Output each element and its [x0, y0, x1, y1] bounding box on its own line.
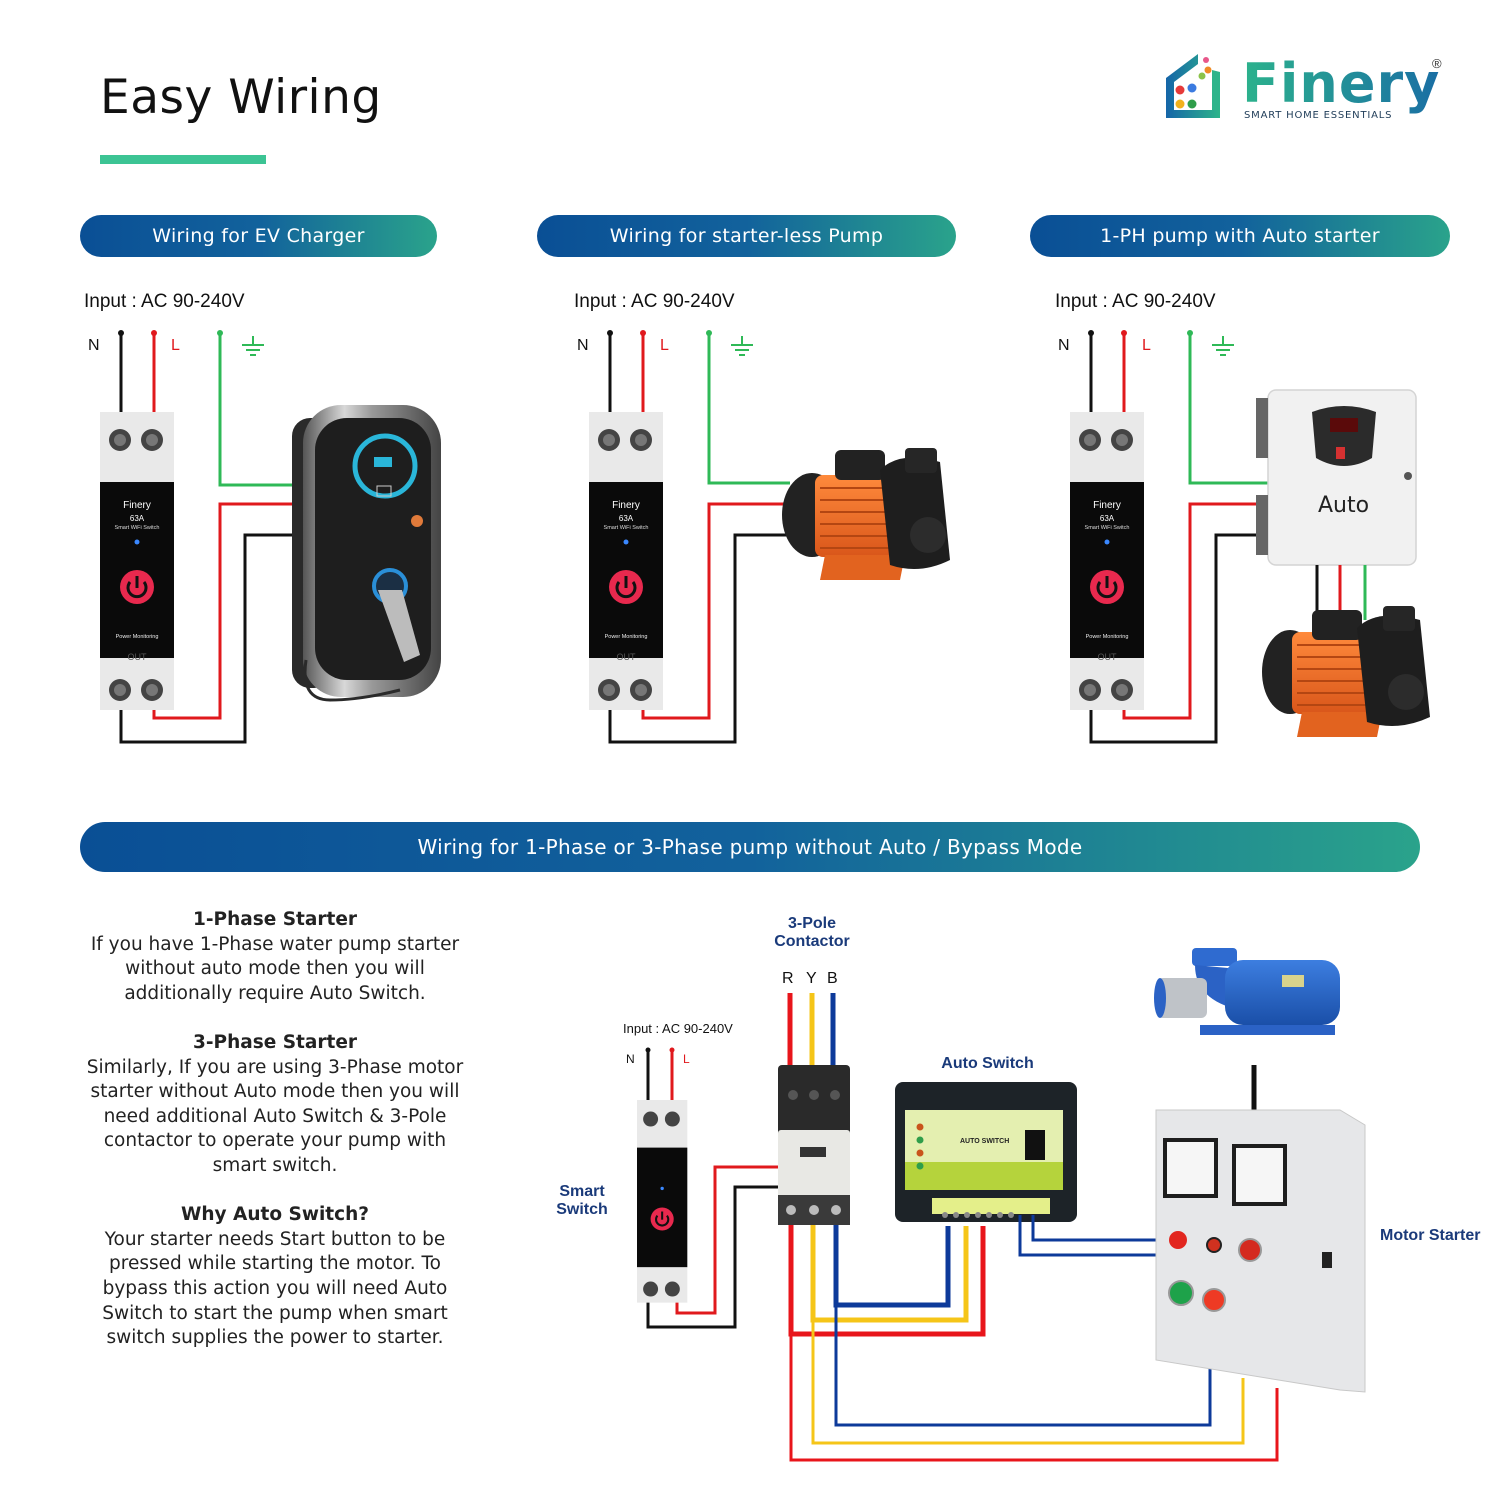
registered-mark: ®	[1432, 56, 1442, 71]
switch-rating: 63A	[1099, 514, 1115, 523]
switch-rating: 63A	[618, 514, 634, 523]
live-label: L	[1142, 337, 1151, 354]
auto-switch-panel-title: AUTO SWITCH	[960, 1138, 1009, 1145]
switch-footer: Power Monitoring	[115, 634, 159, 640]
section-heading-starterless-pump: Wiring for starter-less Pump	[537, 215, 956, 257]
earth-symbol-icon	[1212, 336, 1234, 356]
paragraph-3-phase: 3-Phase Starter Similarly, If you are us…	[80, 1031, 470, 1179]
house-dots-icon	[1166, 54, 1220, 118]
paragraph-title: 1-Phase Starter	[192, 909, 358, 930]
smart-switch-device	[100, 412, 174, 710]
smart-switch-pump: Finery 63A Smart WiFi Switch Power Monit…	[589, 412, 663, 710]
brand-logo	[1160, 48, 1460, 128]
section-heading-auto-starter: 1-PH pump with Auto starter	[1030, 215, 1450, 257]
switch-out-label: OUT	[1097, 652, 1117, 662]
paragraph-title: Why Auto Switch?	[180, 1204, 370, 1226]
switch-out-label: OUT	[616, 652, 636, 662]
earth-wire	[218, 333, 292, 487]
switch-brand: Finery	[123, 500, 151, 511]
switch-rating: 63A	[129, 514, 145, 523]
water-pump-image	[1262, 606, 1430, 737]
paragraph-title: 3-Phase Starter	[192, 1031, 358, 1053]
smart-switch-ev: Finery 63A Smart WiFi Switch Power Monit…	[100, 412, 174, 710]
auto-box-label: Auto	[1318, 493, 1370, 518]
contactor-image	[778, 1065, 850, 1225]
water-pump-image	[782, 448, 950, 580]
switch-brand: Finery	[612, 500, 640, 511]
input-voltage-label: Input : AC 90-240V	[623, 1021, 733, 1036]
section-heading-three-phase: Wiring for 1-Phase or 3-Phase pump witho…	[80, 822, 1420, 872]
phase-y-label: Y	[806, 970, 817, 987]
neutral-label: N	[626, 1052, 635, 1066]
auto-starter-wiring	[1088, 330, 1430, 744]
pump-wiring	[607, 330, 950, 744]
paragraph-body: Similarly, If you are using 3-Phase moto…	[86, 1056, 464, 1176]
neutral-label: N	[577, 337, 589, 354]
earth-symbol-icon	[242, 336, 264, 356]
title-underline	[100, 155, 266, 164]
section-heading-ev-charger: Wiring for EV Charger	[80, 215, 437, 257]
ev-wiring	[118, 330, 441, 744]
smart-switch-device	[1070, 412, 1144, 710]
switch-footer: Power Monitoring	[1085, 634, 1129, 640]
live-label: L	[660, 337, 669, 354]
auto-switch-image: AUTO SWITCH	[895, 1082, 1077, 1222]
page-title: Easy Wiring	[100, 70, 382, 125]
switch-type: Smart WiFi Switch	[603, 525, 649, 531]
switch-footer: Power Monitoring	[604, 634, 648, 640]
switch-type: Smart WiFi Switch	[1084, 525, 1130, 531]
auto-switch-label: Auto Switch	[941, 1055, 1034, 1072]
switch-type: Smart WiFi Switch	[114, 525, 160, 531]
blue-pump-image	[1154, 948, 1340, 1035]
smart-switch-device	[589, 412, 663, 710]
three-phase-wiring: AUTO SWITCH	[645, 948, 1366, 1462]
neutral-label: N	[1058, 337, 1070, 354]
auto-starter-box-image	[1256, 389, 1417, 620]
brand-tagline: SMART HOME ESSENTIALS	[1244, 110, 1393, 121]
neutral-label: N	[88, 337, 100, 354]
smart-switch-label: Smart Switch	[556, 1183, 608, 1218]
paragraph-body: Your starter needs Start button to be pr…	[102, 1228, 448, 1349]
switch-out-label: OUT	[127, 652, 147, 662]
input-voltage-label: Input : AC 90-240V	[84, 291, 245, 312]
paragraph-why-auto: Why Auto Switch? Your starter needs Star…	[80, 1203, 470, 1351]
motor-starter-label: Motor Starter	[1380, 1227, 1481, 1244]
live-label: L	[683, 1052, 690, 1066]
input-voltage-label: Input : AC 90-240V	[1055, 291, 1216, 312]
paragraph-1-phase: 1-Phase Starter If you have 1-Phase wate…	[80, 908, 470, 1006]
phase-b-label: B	[827, 970, 838, 987]
explanation-text: 1-Phase Starter If you have 1-Phase wate…	[80, 908, 470, 1375]
neutral-output-wire	[119, 533, 292, 744]
input-voltage-label: Input : AC 90-240V	[574, 291, 735, 312]
earth-symbol-icon	[731, 336, 753, 356]
switch-brand: Finery	[1093, 500, 1121, 511]
motor-starter-image	[1155, 1109, 1366, 1393]
ev-charger-image	[292, 405, 441, 702]
brand-name: Finery	[1242, 52, 1441, 115]
contactor-label: 3-Pole Contactor	[774, 915, 850, 950]
live-label: L	[171, 337, 180, 354]
phase-r-label: R	[782, 970, 794, 987]
paragraph-body: If you have 1-Phase water pump starter w…	[90, 933, 460, 1004]
smart-switch-auto: Finery 63A Smart WiFi Switch Power Monit…	[1070, 412, 1144, 710]
